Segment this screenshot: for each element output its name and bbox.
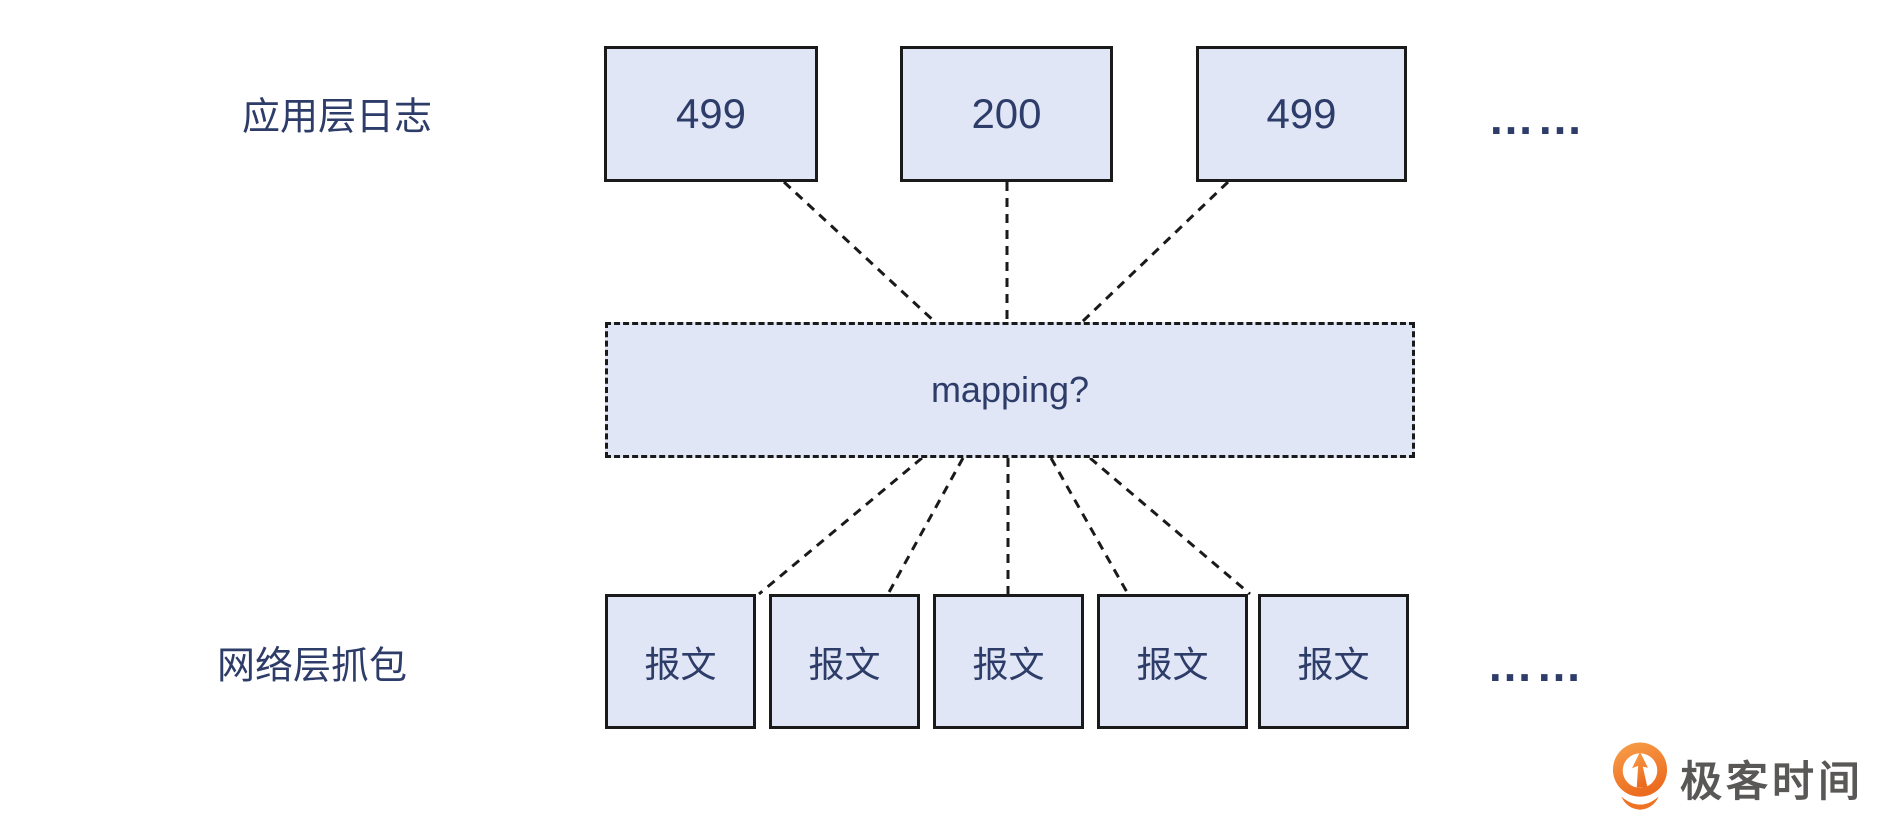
status-box-499-2: 499 xyxy=(1196,46,1407,182)
status-box-499-1: 499 xyxy=(604,46,818,182)
top-ellipsis: …… xyxy=(1488,92,1586,144)
geektime-logo-text: 极客时间 xyxy=(1680,757,1865,805)
connector-line xyxy=(782,180,937,324)
packet-box-3: 报文 xyxy=(933,594,1084,729)
mapping-box: mapping? xyxy=(605,322,1415,458)
geektime-logo: 极客时间 xyxy=(1612,742,1864,814)
packet-box-1: 报文 xyxy=(605,594,756,729)
bottom-ellipsis: …… xyxy=(1487,639,1585,691)
packet-box-2: 报文 xyxy=(769,594,920,729)
connector-line xyxy=(1049,457,1130,595)
connector-line xyxy=(886,457,965,595)
packet-box-5: 报文 xyxy=(1258,594,1409,729)
app-layer-log-label: 应用层日志 xyxy=(241,96,433,139)
network-layer-capture-label: 网络层抓包 xyxy=(216,645,408,688)
connector-line xyxy=(1080,180,1230,324)
status-box-200: 200 xyxy=(900,46,1113,182)
connector-line xyxy=(758,456,923,596)
geektime-pin-icon xyxy=(1612,742,1668,814)
connector-line xyxy=(1089,456,1251,596)
packet-box-4: 报文 xyxy=(1097,594,1248,729)
